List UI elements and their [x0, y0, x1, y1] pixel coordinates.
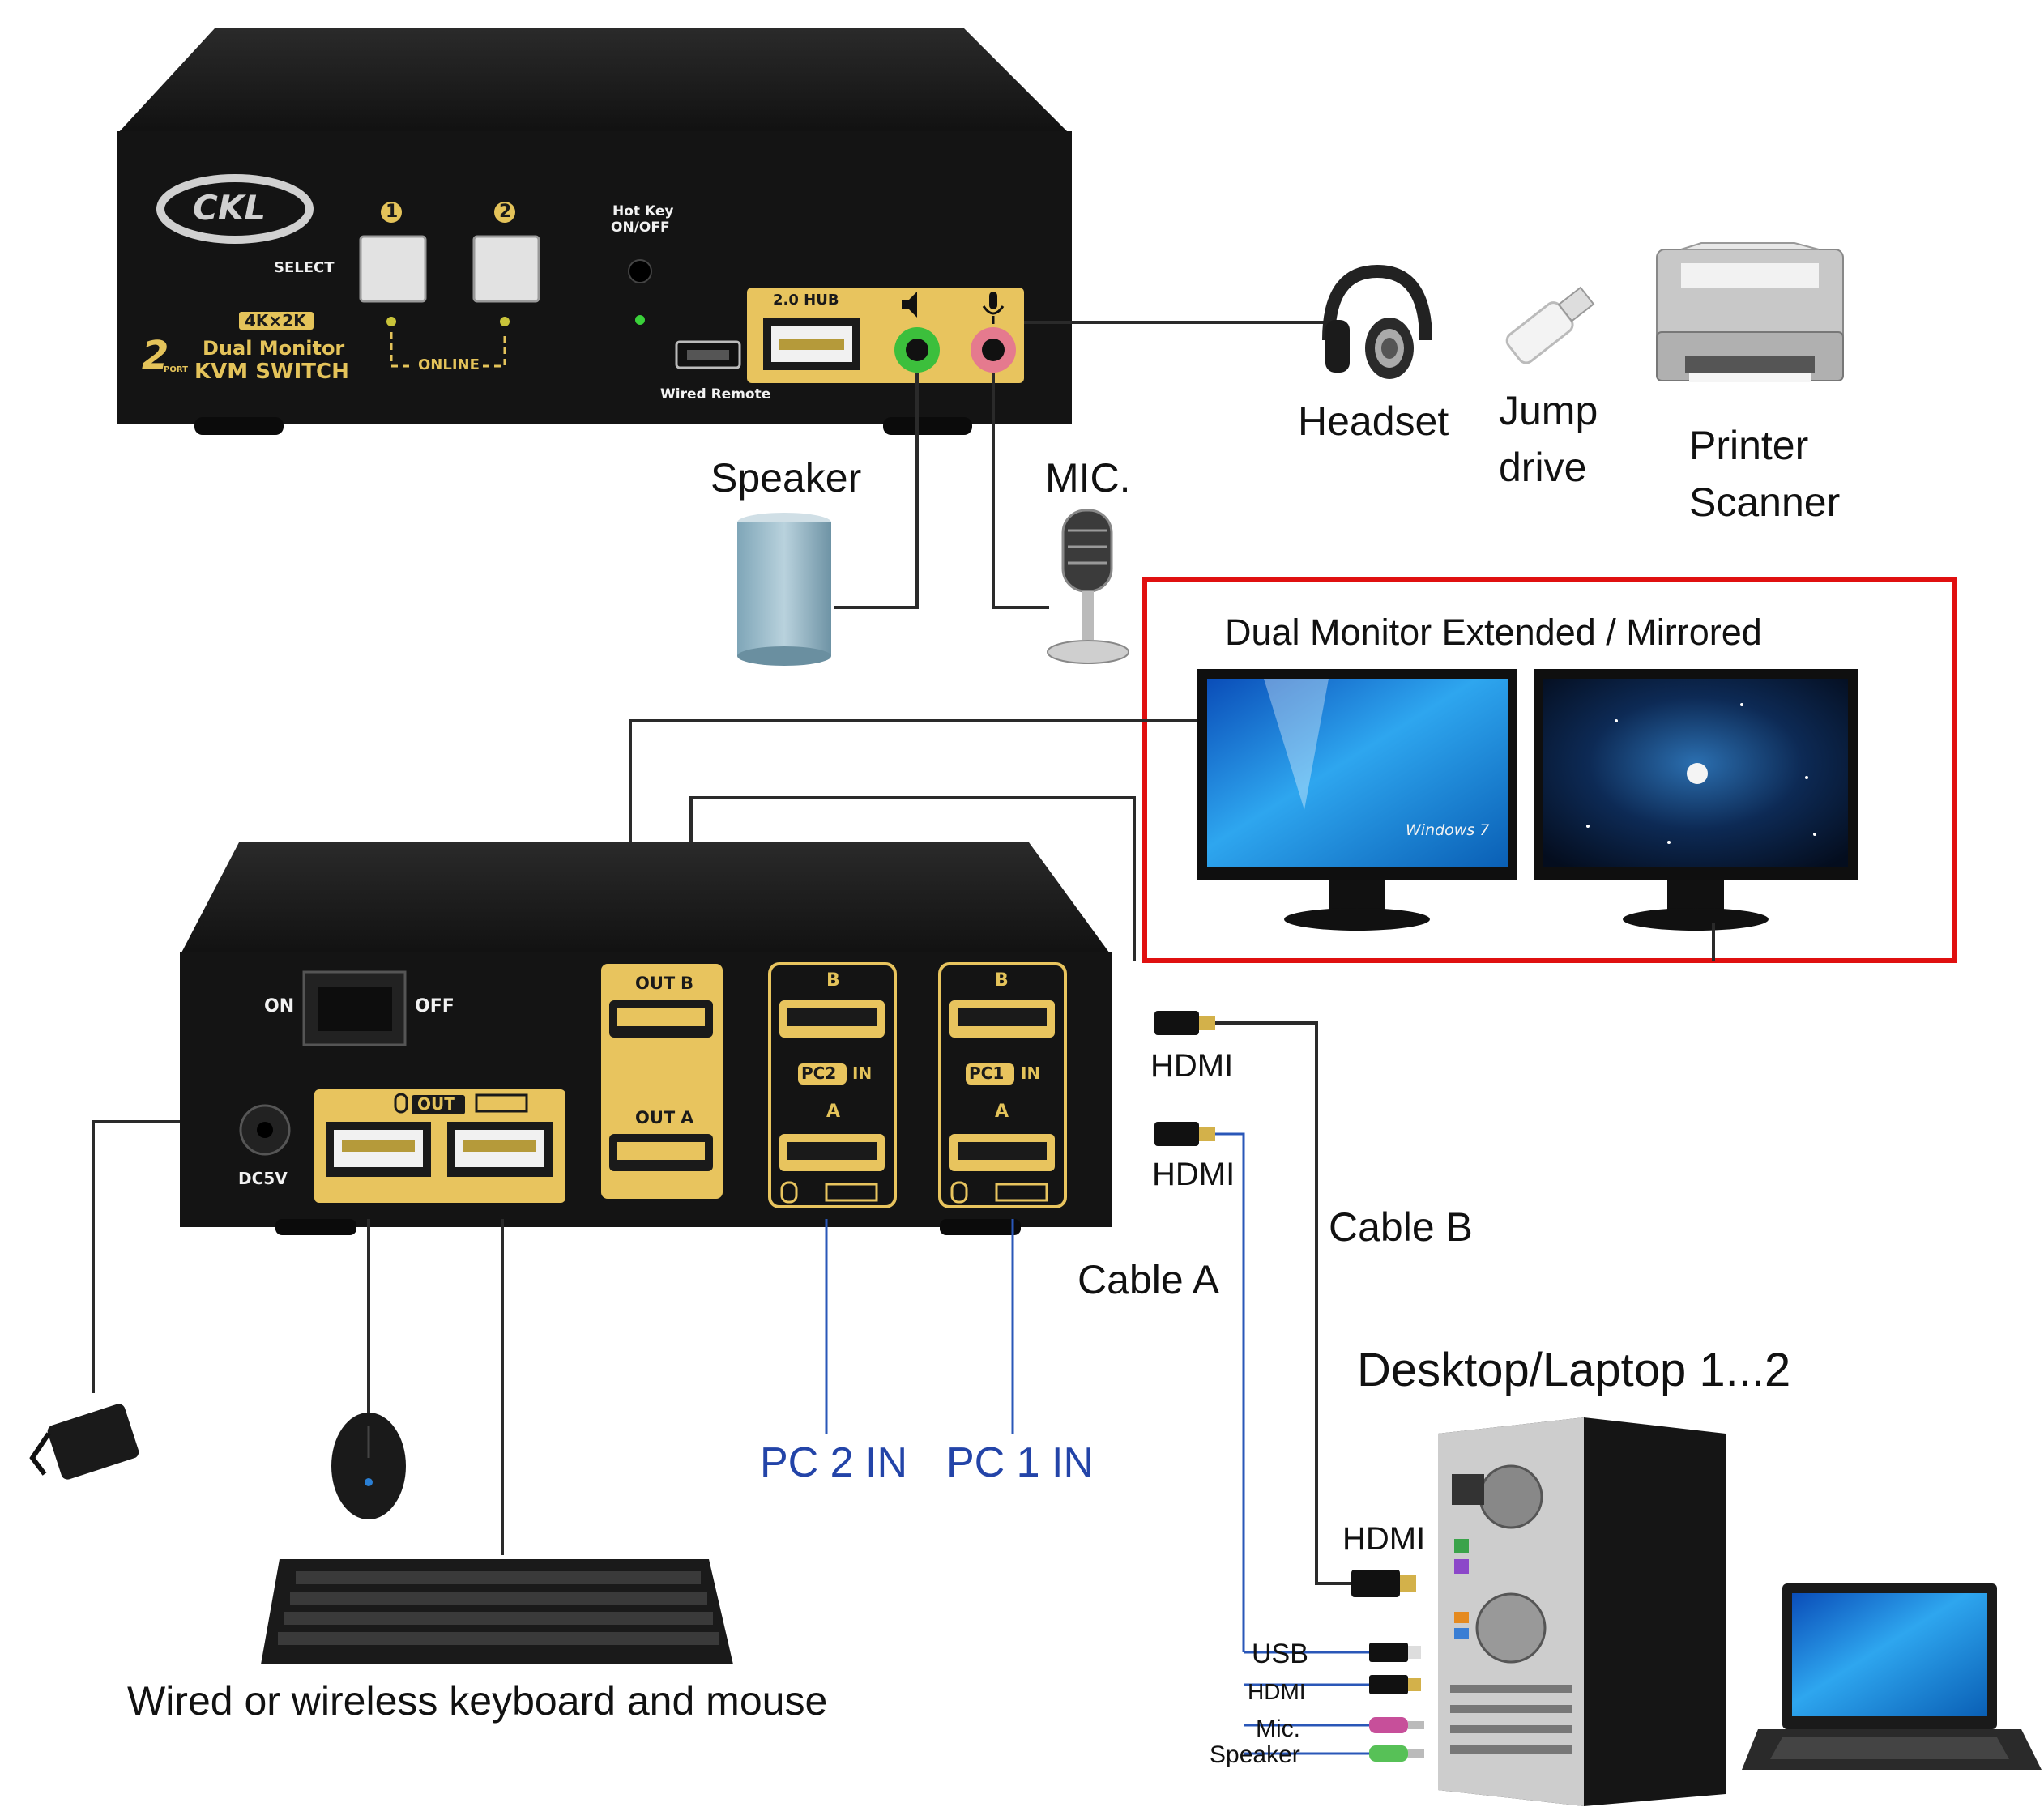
mouse-image [331, 1413, 406, 1519]
headset-label: Headset [1298, 398, 1449, 444]
hub-label: 2.0 HUB [773, 292, 839, 309]
model-line-2: KVM SWITCH [194, 360, 349, 384]
back-kvm-switch [180, 842, 1112, 1235]
hdmi-label-a: HDMI [1152, 1157, 1235, 1192]
printer-label-2: Scanner [1689, 479, 1841, 525]
resolution-badge: 4K×2K [245, 311, 306, 330]
headset-image [1322, 264, 1432, 379]
dc-label: DC5V [238, 1169, 288, 1188]
speaker-label: Speaker [710, 455, 862, 501]
pc2-a-letter: A [826, 1102, 841, 1122]
model-line-1: Dual Monitor [203, 337, 345, 360]
cable-a-label: Cable A [1077, 1257, 1220, 1302]
mic-label: MIC. [1045, 455, 1131, 501]
pc-small-plugs [1369, 1643, 1424, 1762]
monitor-right-image [1534, 669, 1858, 931]
brand-logo-text: CKL [193, 188, 267, 228]
printer-image [1656, 242, 1844, 382]
smart-speaker-image [737, 513, 831, 666]
port-1-label: 1 [386, 202, 399, 222]
hdmi-label-pc: HDMI [1342, 1521, 1426, 1557]
back-cables-blue [825, 1219, 1014, 1434]
select-label: SELECT [274, 259, 335, 276]
back-cables-black [92, 1120, 504, 1555]
printer-label-1: Printer [1689, 423, 1809, 468]
windows-logo-text: Windows 7 [1406, 821, 1490, 839]
hdmi-label-b: HDMI [1150, 1048, 1234, 1084]
out-a-letter: A [681, 1108, 694, 1127]
pc2-in-caption: PC 2 IN [760, 1439, 908, 1486]
front-kvm-switch [117, 28, 1072, 435]
speaker-label-small: Speaker [1210, 1741, 1300, 1768]
jump-drive-label-2: drive [1499, 445, 1587, 490]
model-port-count: 2 [142, 333, 169, 378]
laptop-image [1742, 1583, 2042, 1770]
cable-a-route [1215, 1132, 1381, 1755]
microphone-image [1047, 509, 1129, 664]
hotkey-label-2: ON/OFF [611, 219, 670, 236]
pc1-label: PC1 [969, 1063, 1005, 1083]
pc1-in-caption: PC 1 IN [946, 1439, 1095, 1486]
power-adapter-image [29, 1404, 139, 1480]
hdmi-plug-a [1154, 1122, 1215, 1146]
pc1-b-letter: B [995, 970, 1009, 991]
cable-b-label: Cable B [1329, 1204, 1473, 1250]
jump-drive-image [1505, 286, 1595, 364]
pc1-a-letter: A [995, 1102, 1009, 1122]
jump-drive-label-1: Jump [1499, 388, 1598, 433]
usb-out-label: OUT [417, 1094, 455, 1114]
wired-remote-label: Wired Remote [660, 386, 771, 403]
cable-b-route [1215, 1021, 1361, 1585]
off-label: OFF [415, 996, 454, 1016]
keyboard-image [261, 1559, 733, 1664]
pc2-b-letter: B [826, 970, 840, 991]
usb-label-small: USB [1252, 1639, 1308, 1669]
out-a-label: OUT [635, 1108, 676, 1127]
pc2-label: PC2 [801, 1063, 837, 1083]
keyboard-mouse-label: Wired or wireless keyboard and mouse [127, 1678, 828, 1724]
on-label: ON [264, 996, 295, 1016]
out-b-letter: B [681, 974, 694, 993]
mic-label-small: Mic. [1256, 1715, 1300, 1742]
monitors-highlight-box [1142, 577, 1957, 963]
front-cables [834, 321, 1325, 609]
online-label: ONLINE [418, 356, 480, 373]
hdmi-plug-pc [1351, 1570, 1416, 1597]
monitor-left-image [1197, 669, 1517, 931]
model-port-word: PORT [164, 365, 188, 374]
desktop-laptop-label: Desktop/Laptop 1...2 [1357, 1344, 1791, 1396]
hdmi-label-small: HDMI [1248, 1679, 1306, 1704]
desktop-tower-image [1438, 1417, 1726, 1806]
hdmi-plug-b [1154, 1011, 1215, 1035]
pc2-in-label: IN [852, 1063, 873, 1083]
out-b-label: OUT [635, 974, 676, 993]
monitors-caption: Dual Monitor Extended / Mirrored [1225, 612, 1762, 653]
hotkey-label-1: Hot Key [612, 203, 674, 219]
pc1-in-label: IN [1021, 1063, 1041, 1083]
port-2-label: 2 [499, 202, 512, 222]
